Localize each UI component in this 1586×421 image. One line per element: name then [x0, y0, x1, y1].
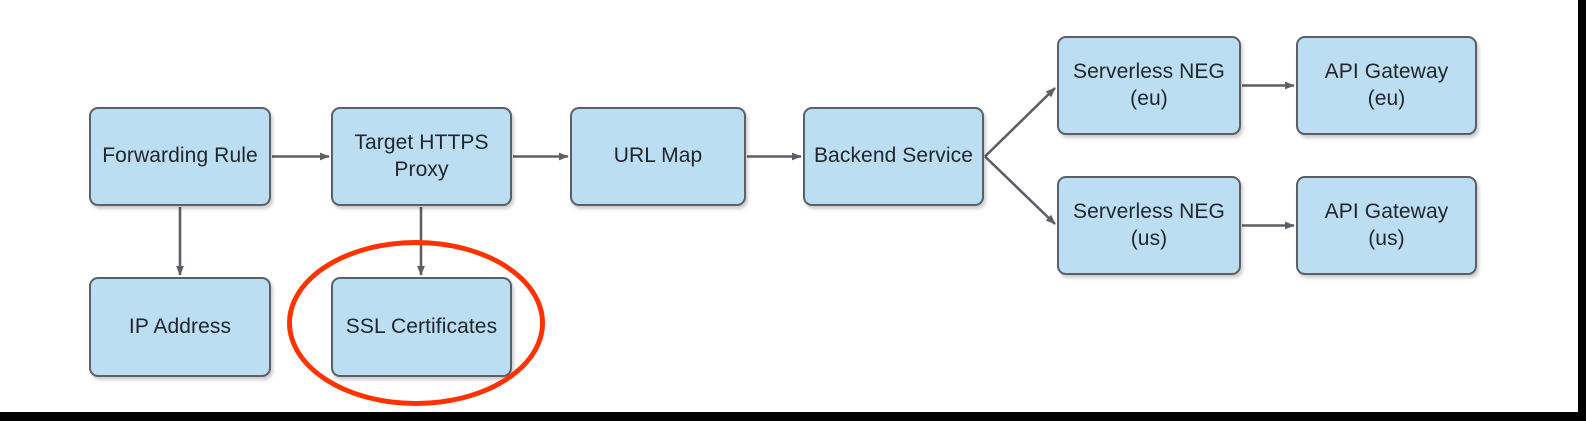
node-ip-address[interactable]: IP Address — [89, 277, 271, 377]
node-ssl-certificates[interactable]: SSL Certificates — [331, 277, 512, 377]
node-url-map[interactable]: URL Map — [570, 107, 746, 206]
node-serverless-neg-us[interactable]: Serverless NEG (us) — [1057, 176, 1241, 275]
node-target-https-proxy[interactable]: Target HTTPS Proxy — [331, 107, 512, 206]
node-api-gateway-us[interactable]: API Gateway (us) — [1296, 176, 1477, 275]
window-bottom-strip — [0, 412, 1586, 421]
node-serverless-neg-eu[interactable]: Serverless NEG (eu) — [1057, 36, 1241, 135]
node-api-gateway-eu[interactable]: API Gateway (eu) — [1296, 36, 1477, 135]
node-forwarding-rule[interactable]: Forwarding Rule — [89, 107, 271, 206]
window-right-edge — [1578, 0, 1586, 421]
edge-backend-service-to-serverless-neg-us — [984, 155, 1056, 225]
node-backend-service[interactable]: Backend Service — [803, 107, 984, 206]
edge-backend-service-to-serverless-neg-eu — [984, 87, 1056, 158]
